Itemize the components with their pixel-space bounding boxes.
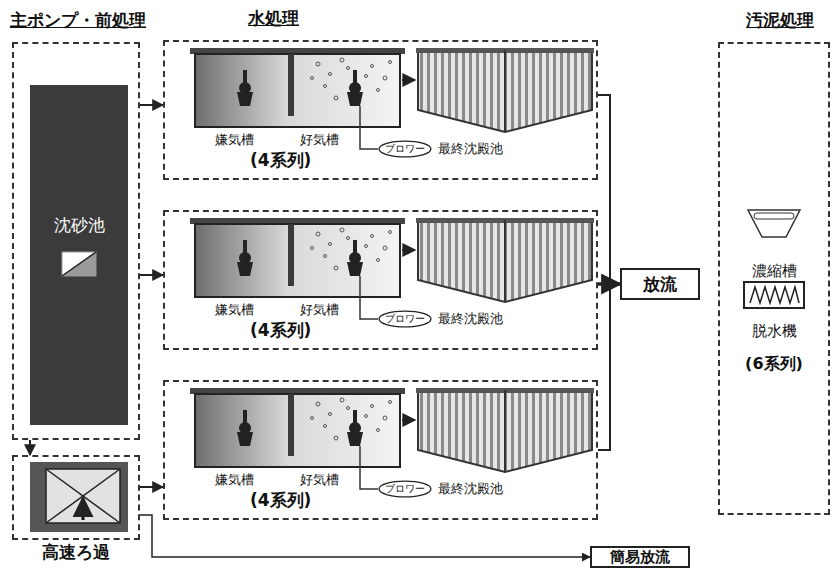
series-count: (4系列) — [250, 150, 311, 170]
blower: ブロワー — [378, 140, 432, 158]
treatment-tank-illustration — [190, 218, 594, 319]
section-group: 主ポンプ・前処理沈砂池 — [12, 42, 140, 440]
treatment-tank-illustration — [190, 48, 594, 149]
tank-label: 嫌気槽 — [215, 472, 254, 488]
section-heading: 汚泥処理 — [746, 10, 814, 30]
flow-arrow — [29, 440, 31, 455]
flow-arrow — [140, 486, 163, 488]
discharge-label: 放流 — [643, 274, 677, 294]
flow-arrow — [598, 284, 620, 450]
facility-label: 沈砂池 — [54, 215, 105, 235]
tank-label: 最終沈殿池 — [438, 481, 503, 497]
section-heading: 主ポンプ・前処理 — [10, 10, 146, 30]
flow-arrow — [140, 515, 590, 557]
tank-label: 嫌気槽 — [215, 132, 254, 148]
flow-arrow — [140, 274, 163, 276]
grit-chamber: 沈砂池 — [30, 85, 128, 425]
section-heading: 水処理 — [248, 8, 299, 28]
grit-chamber-illustration — [30, 85, 128, 425]
tank-label: 好気槽 — [300, 132, 339, 148]
blower-label: ブロワー — [385, 313, 425, 325]
blower-label: ブロワー — [385, 483, 425, 495]
blower: ブロワー — [378, 480, 432, 498]
tank-label: 好気槽 — [300, 472, 339, 488]
discharge-box: 簡易放流 — [590, 546, 690, 568]
blower: ブロワー — [378, 310, 432, 328]
treatment-train: 嫌気槽 好気槽最終沈殿池 (4系列) ブロワー — [163, 210, 598, 350]
equipment-label: 濃縮槽 — [752, 262, 797, 280]
discharge-box: 放流 — [620, 268, 700, 300]
high-speed-filter-illustration — [30, 462, 128, 532]
tank-label: 嫌気槽 — [215, 302, 254, 318]
series-count: (4系列) — [250, 490, 311, 510]
sludge-equipment-icons — [744, 210, 804, 308]
series-count: (4系列) — [250, 320, 311, 340]
tank-label: 好気槽 — [300, 302, 339, 318]
blower-outline — [379, 311, 431, 327]
series-count: (6系列) — [745, 354, 803, 373]
tank-label: 最終沈殿池 — [438, 141, 503, 157]
treatment-train: 嫌気槽 好気槽最終沈殿池 (4系列) ブロワー — [163, 380, 598, 520]
blower-outline — [379, 481, 431, 497]
flow-arrow — [598, 95, 620, 284]
facility-label: 高速ろ過 — [42, 542, 110, 562]
blower-outline — [379, 141, 431, 157]
filter-group: 高速ろ過 — [12, 455, 140, 540]
blower-label: ブロワー — [385, 143, 425, 155]
tank-label: 最終沈殿池 — [438, 311, 503, 327]
discharge-label: 簡易放流 — [610, 548, 670, 566]
treatment-tank-illustration — [190, 388, 594, 489]
equipment-label: 脱水機 — [752, 322, 797, 340]
treatment-train: 嫌気槽 好気槽最終沈殿池 (4系列) ブロワー — [163, 40, 598, 180]
section-group: 汚泥処理濃縮槽脱水機(6系列) — [718, 42, 830, 515]
flow-arrow — [140, 104, 163, 106]
